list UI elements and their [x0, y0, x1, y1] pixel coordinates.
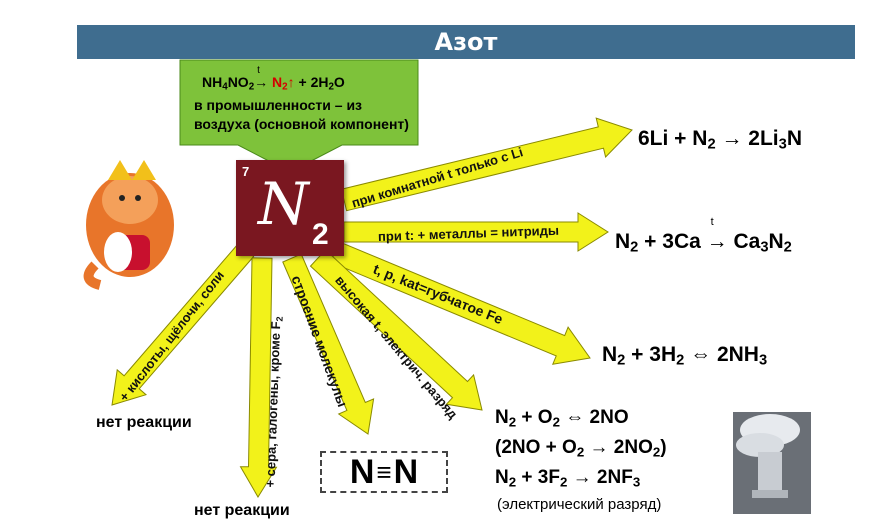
element-symbol: N [258, 170, 309, 238]
discharge-note: (электрический разряд) [497, 496, 662, 513]
no-reaction-left: нет реакции [96, 414, 192, 431]
structure-left-n: N [349, 452, 375, 491]
nitrogen-box: 7 N 2 [236, 160, 344, 256]
structure-right-n: N [393, 452, 419, 491]
green-down-arrow [179, 59, 419, 173]
arrow-to-li [340, 117, 633, 212]
atomic-number: 7 [242, 164, 250, 179]
equation-li: 6Li + N2 → 2Li3N [638, 127, 802, 153]
arrow-to-structure [282, 253, 375, 435]
arrow-to-sulfur [239, 257, 278, 498]
fox-mascot-icon [83, 160, 174, 290]
equation-nh3: N2 + 3H2 ⇔ 2NH3 [602, 343, 768, 369]
arrow-to-nh3 [330, 241, 591, 365]
element-subscript: 2 [312, 218, 329, 251]
no-reaction-bottom: нет реакции [194, 502, 290, 519]
top-line-3: воздуха (основной компонент) [194, 116, 409, 132]
equation-no2: (2NO + O2 → 2NO2) [495, 437, 667, 460]
arrow-to-ca [343, 212, 609, 252]
equation-no: N2 + O2 ⇔ 2NO [495, 407, 629, 430]
page-title: Азот [77, 25, 855, 59]
experiment-photo [733, 412, 811, 514]
arrow-to-no [309, 249, 483, 411]
molecule-structure: N ≡ N [320, 451, 448, 493]
equation-ca: N2 + 3Ca t→ Ca3N2 [615, 216, 792, 256]
arrow-to-acids [111, 242, 255, 406]
top-line-2: в промышленности – из [194, 97, 363, 113]
triple-bond: ≡ [376, 456, 392, 487]
equation-nf3: N2 + 3F2 → 2NF3 [495, 467, 641, 490]
